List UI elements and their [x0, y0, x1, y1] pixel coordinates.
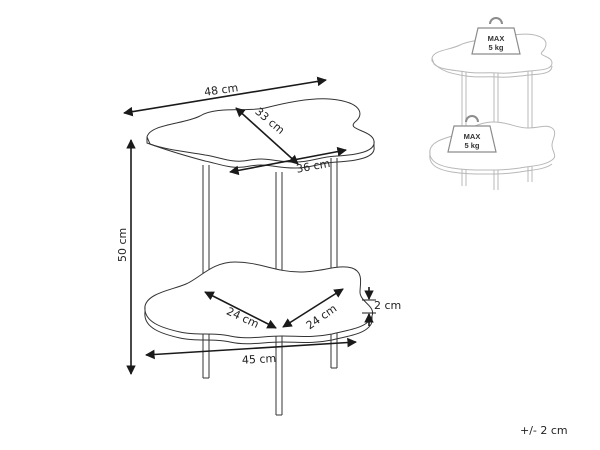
- weight-icon-bottom: MAX 5 kg: [447, 115, 497, 153]
- load-top-line2: 5 kg: [488, 43, 503, 52]
- weight-icon: [489, 17, 503, 25]
- weight-icon: [465, 115, 479, 123]
- shelf-thickness-label: 2 cm: [374, 299, 401, 312]
- dimension-lines: [123, 76, 376, 375]
- width-top-label: 48 cm: [203, 81, 239, 99]
- load-bottom-line1: MAX: [464, 132, 481, 141]
- width-bottom-arrow: [145, 337, 357, 360]
- shelf-depth-right-arrow: [282, 288, 344, 328]
- width-bottom-label: 45 cm: [242, 352, 277, 367]
- height-label: 50 cm: [116, 228, 129, 262]
- load-top-line1: MAX: [488, 34, 505, 43]
- load-bottom-line2: 5 kg: [464, 141, 479, 150]
- bottom-shelf: [144, 261, 374, 345]
- depth-top-arrow: [229, 146, 347, 176]
- width-top-arrow: [123, 76, 327, 117]
- weight-body-bottom: [447, 125, 497, 153]
- side-table-drawing: [144, 98, 375, 416]
- shelf-thickness-arrow: [362, 287, 376, 326]
- depth-top-label: 36 cm: [295, 157, 331, 176]
- shelf-depth-left-arrow: [204, 291, 277, 329]
- load-capacity-diagram: [429, 33, 556, 190]
- weight-icon-top: MAX 5 kg: [471, 17, 521, 55]
- weight-body-top: [471, 27, 521, 55]
- tolerance-note: +/- 2 cm: [520, 424, 568, 437]
